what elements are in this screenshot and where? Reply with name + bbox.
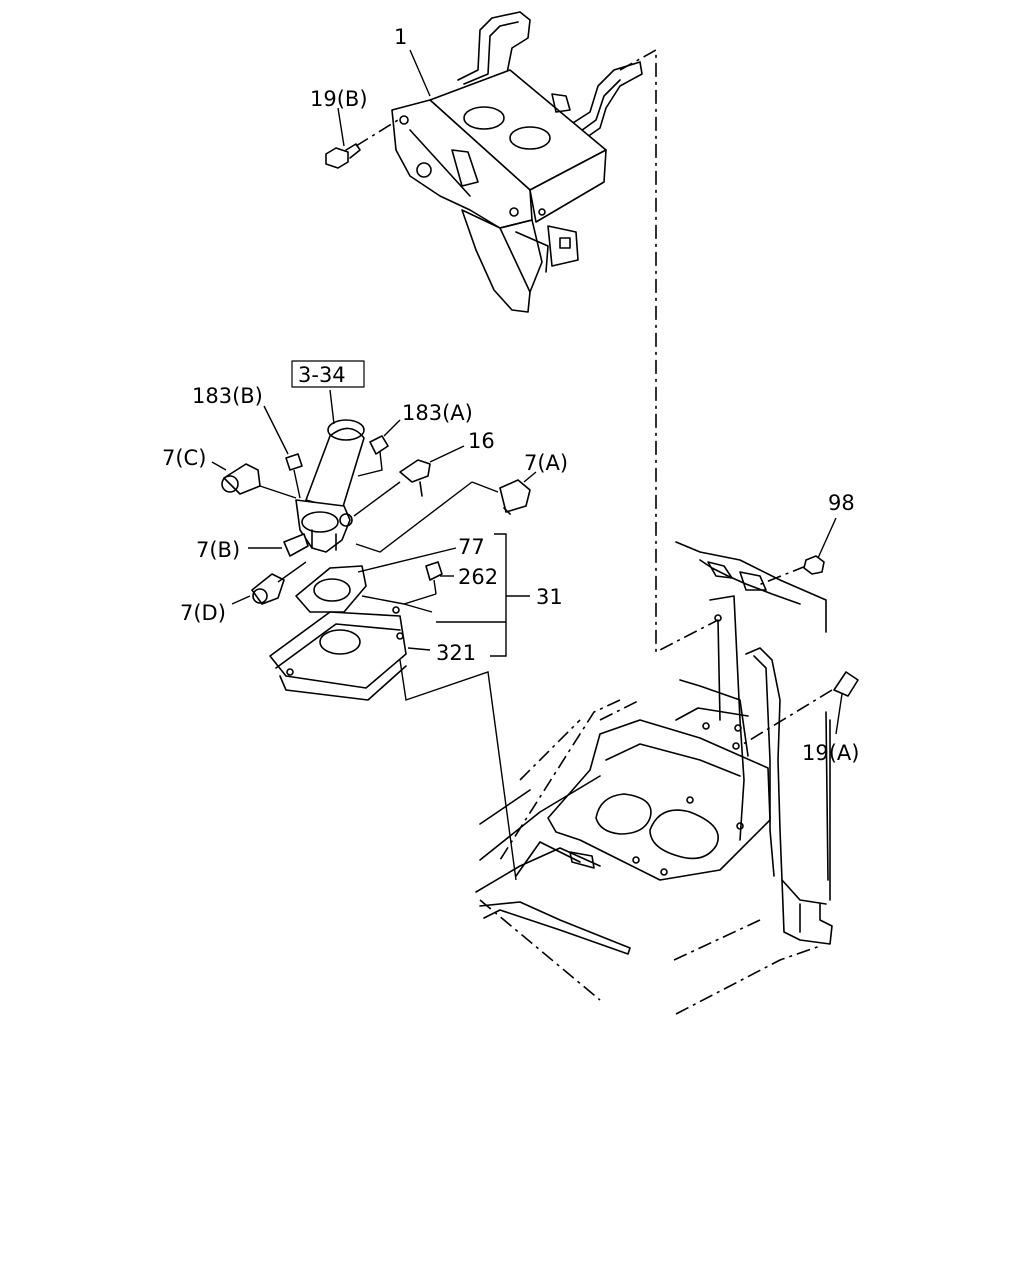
- group-bracket-31: [436, 533, 530, 657]
- label-part-7a: 7(A): [524, 451, 568, 475]
- vehicle-floor: [475, 541, 833, 1015]
- fitting-7b: [248, 533, 309, 557]
- label-part-98: 98: [828, 491, 855, 515]
- label-part-183a: 183(A): [402, 401, 473, 425]
- label-part-19b: 19(B): [310, 87, 368, 111]
- bolt-19a: [833, 671, 859, 697]
- fitting-7d: [231, 561, 307, 605]
- fitting-16: [353, 445, 465, 517]
- label-part-7b: 7(B): [196, 538, 240, 562]
- fitting-7a: [355, 471, 537, 553]
- fitting-7c: [211, 461, 297, 499]
- dash-98: [755, 565, 807, 587]
- bolt-19b: [325, 107, 399, 169]
- label-part-31: 31: [536, 585, 563, 609]
- label-ref-3-34: 3-34: [298, 363, 346, 387]
- bolt-183a: [357, 419, 401, 477]
- gasket-77: [295, 547, 457, 613]
- dash-19a: [739, 689, 833, 747]
- label-part-7d: 7(D): [180, 601, 226, 625]
- label-part-77: 77: [458, 535, 485, 559]
- leader-plate-to-floor: [399, 659, 517, 881]
- label-part-262: 262: [458, 565, 498, 589]
- label-part-16: 16: [468, 429, 495, 453]
- label-part-19a: 19(A): [802, 741, 859, 765]
- plate-321: [269, 593, 437, 701]
- label-part-183b: 183(B): [192, 384, 263, 408]
- dash-bracket-to-frame: [619, 48, 719, 654]
- ref-box-3-34: [291, 360, 365, 388]
- bolt-183b: [263, 405, 303, 499]
- brake-valve: [295, 389, 365, 553]
- label-part-1: 1: [394, 25, 407, 49]
- label-part-7c: 7(C): [162, 446, 206, 470]
- pedal-bracket: [391, 11, 643, 313]
- leader-1: [409, 49, 431, 97]
- nut-98: [803, 555, 825, 575]
- bolt-262: [425, 561, 454, 595]
- label-part-321: 321: [436, 641, 476, 665]
